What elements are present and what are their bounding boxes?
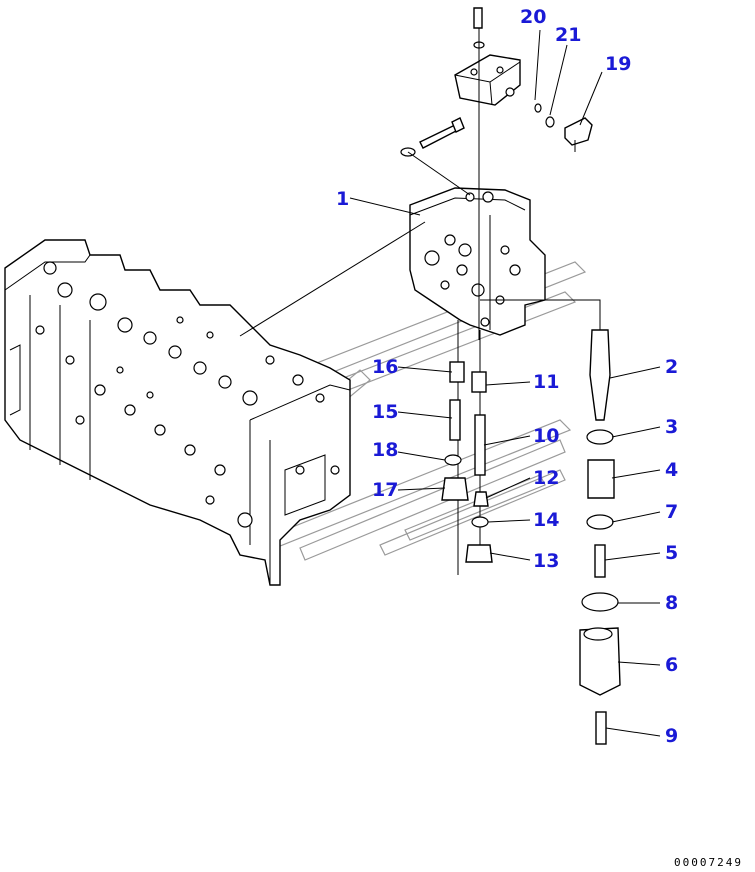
right-parts-column: [480, 299, 621, 745]
callout-21: 21: [555, 24, 581, 46]
callout-4: 4: [665, 459, 678, 481]
leader-lines: [239, 29, 661, 737]
side-bolt: [400, 117, 471, 196]
callout-8: 8: [665, 592, 678, 614]
callout-2: 2: [665, 356, 678, 378]
callout-6: 6: [665, 654, 678, 676]
callout-17: 17: [372, 479, 398, 501]
callout-16: 16: [372, 356, 398, 378]
callout-labels: 1 2 3 4 5 6 7 8 9 10 11 12 13 14 15 16 1…: [336, 6, 678, 747]
callout-18: 18: [372, 439, 398, 461]
callout-14: 14: [533, 509, 559, 531]
callout-9: 9: [665, 725, 678, 747]
callout-15: 15: [372, 401, 398, 423]
callout-13: 13: [533, 550, 559, 572]
document-number: 00007249: [674, 856, 743, 869]
center-parts: [441, 320, 493, 575]
callout-10: 10: [533, 425, 559, 447]
control-valve-stack: [4, 239, 351, 586]
callout-1: 1: [336, 188, 349, 210]
callout-12: 12: [533, 467, 559, 489]
callout-3: 3: [665, 416, 678, 438]
cover-block: [454, 7, 521, 340]
callout-20: 20: [520, 6, 546, 28]
callout-11: 11: [533, 371, 559, 393]
valve-section: [409, 187, 546, 336]
callout-5: 5: [665, 542, 678, 564]
small-parts-top-right: [534, 103, 593, 152]
callout-19: 19: [605, 53, 631, 75]
callout-7: 7: [665, 501, 678, 523]
